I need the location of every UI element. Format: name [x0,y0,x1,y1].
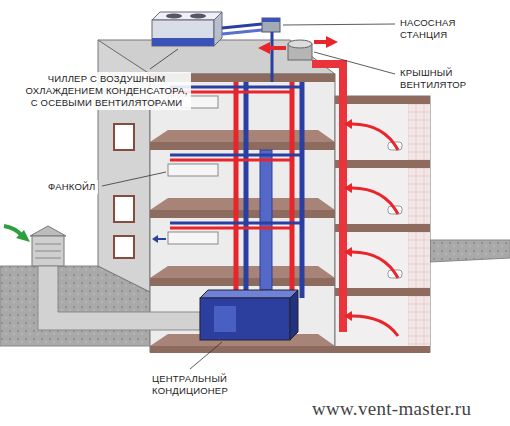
ground [430,240,510,262]
callout-label: ФАНКОЙЛ [46,180,98,194]
exhaust-arrow [352,316,398,336]
ahu-top [200,290,298,298]
window [114,124,134,150]
intake-louvre [32,236,64,266]
pipe [170,159,294,162]
pipe [222,24,262,28]
slab [150,210,335,218]
arrow-head [344,183,352,193]
pump-top [262,18,280,22]
exhaust-arrow [352,124,398,150]
chiller-body [152,20,214,46]
chiller-side [214,12,222,46]
exhaust-duct [312,64,343,332]
arrow-head [16,230,30,242]
exhaust-arrow [352,188,398,214]
watermark: www.vent-master.ru [312,398,471,420]
leader-line [150,49,178,69]
intake-duct [38,266,200,330]
louvre-line [35,251,61,252]
fancoil [168,164,218,176]
pump-station [262,18,280,32]
roof [98,40,335,74]
callout-label: КРЫШНЫЙ ВЕНТИЛЯТОР [398,66,497,92]
louvre-line [35,244,61,245]
louvre-line [35,258,61,259]
callout-label: НАСОСНАЯ СТАНЦИЯ [398,16,492,42]
pipe [170,222,304,225]
air-arrow [152,235,166,243]
floor-surface [150,266,335,278]
axial-fan [190,13,206,18]
arrow-head [344,311,352,321]
riser-pipe [234,82,239,298]
intake-hood [30,226,66,236]
slab [335,160,430,168]
pipe [222,30,262,34]
riser-pipe [244,82,249,298]
callout-label: ЧИЛЛЕР С ВОЗДУШНЫМ ОХЛАЖДЕНИЕМ КОНДЕНСАТ… [22,72,191,110]
wing-interior [335,96,430,352]
leader-line [283,24,395,25]
supply-duct [260,150,272,290]
pipe [170,154,304,157]
slab [335,96,430,104]
interior-wall [150,74,335,352]
floor-surface [150,130,335,142]
ahu-side [290,290,298,340]
central-air-handler [200,298,290,340]
arrow-head [344,247,352,257]
ahu-panel [214,306,236,332]
slab [150,142,335,150]
pipe [170,227,294,230]
air-arrow [258,42,286,54]
slab [335,346,430,353]
riser-pipe [300,82,305,298]
pipe [271,32,274,82]
riser-pipe [290,82,295,298]
axial-fan [166,13,182,18]
arrow-head [344,119,352,129]
leader-line [314,52,395,74]
fancoil [168,232,218,244]
air-arrow [314,36,338,48]
chiller-top [152,12,222,20]
window [114,196,134,222]
intake-arrow [4,226,22,236]
slab [335,224,430,232]
exhaust-arrow [352,252,398,278]
leader-line [190,342,222,369]
chiller-band [152,38,214,46]
roof-fan-top [288,40,312,48]
slab [335,288,430,296]
floor-surface [150,198,335,210]
callout-label: ЦЕНТРАЛЬНЫЙ КОНДИЦИОНЕР [150,372,246,398]
leader-line [102,172,166,186]
window [114,236,134,258]
slab [150,278,335,286]
slab [150,346,335,353]
